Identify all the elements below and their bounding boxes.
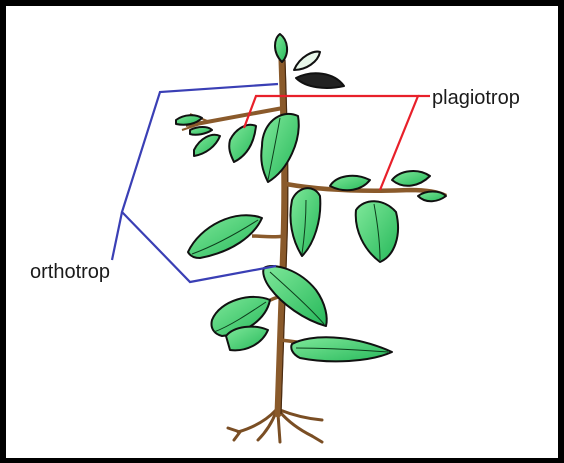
leaf xyxy=(229,125,256,162)
orthotrop-label: orthotrop xyxy=(30,262,110,282)
plagiotrop-label: plagiotrop xyxy=(432,88,520,108)
leaf xyxy=(190,127,212,135)
leaf xyxy=(296,73,344,88)
leaf xyxy=(418,192,446,202)
leaf xyxy=(275,34,287,62)
leaf xyxy=(330,176,370,191)
leaf xyxy=(226,327,268,351)
leaf xyxy=(392,171,430,186)
leaves xyxy=(176,34,446,361)
leaf xyxy=(194,135,220,156)
leaf xyxy=(294,52,320,70)
leaf xyxy=(261,114,298,182)
leaf xyxy=(356,201,398,262)
